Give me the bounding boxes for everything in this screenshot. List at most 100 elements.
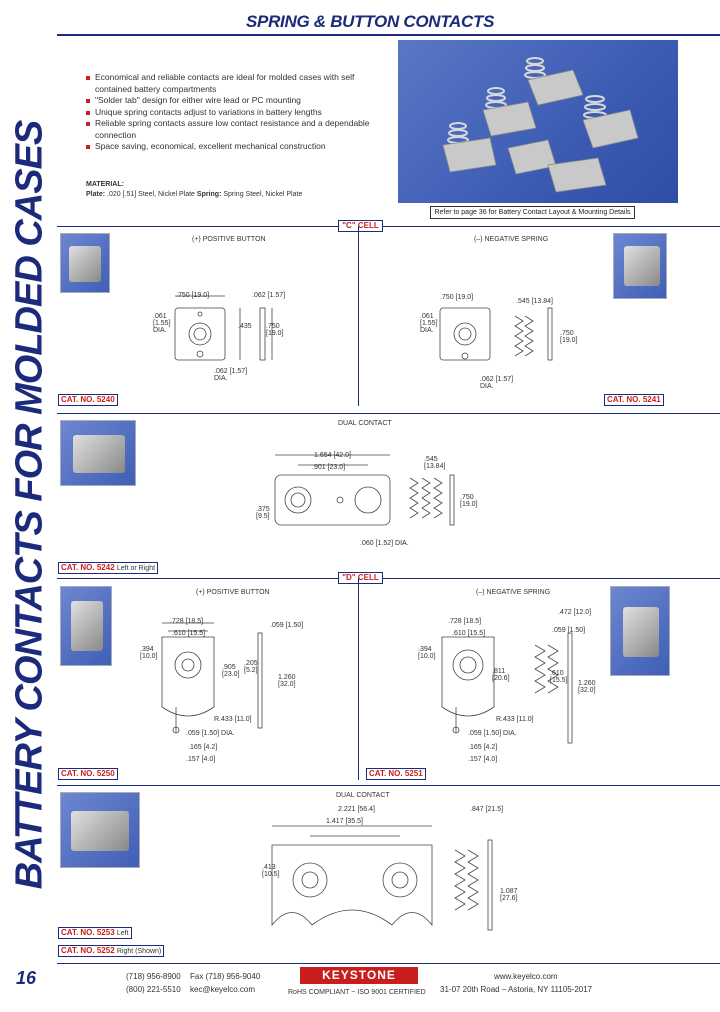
cat-5250-photo: [60, 586, 112, 666]
c-cell-divider: [358, 226, 359, 406]
footer-rule: [57, 963, 720, 964]
dim-label: .059 [1.50] DIA.: [468, 730, 517, 737]
cat-5240-drawing: [174, 295, 273, 361]
cat-5251-photo: [610, 586, 670, 676]
dim-label: .165 [4.2]: [468, 744, 498, 751]
c-dual-rule: [57, 413, 720, 414]
cat-5252-label: CAT. NO. 5252 Right (Shown): [58, 945, 165, 957]
dim-label: .394 [10.0]: [140, 646, 158, 660]
feature-item: "Solder tab" design for either wire lead…: [86, 95, 386, 107]
dim-label: .062 [1.57] DIA.: [480, 376, 514, 390]
spring-text: Spring Steel, Nickel Plate: [223, 191, 303, 198]
dim-label: .610 [15.5]: [550, 670, 568, 684]
page-title: SPRING & BUTTON CONTACTS: [246, 12, 495, 31]
cat-5253-note: Left: [116, 930, 129, 937]
footer-web[interactable]: www.keyelco.com: [494, 972, 558, 981]
dim-label: .545 [13.84]: [516, 298, 553, 305]
cat-5240-photo: [60, 233, 110, 293]
dim-label: .750 [19.0]: [440, 294, 474, 301]
cat-5253-number: CAT. NO. 5253: [61, 928, 115, 937]
dim-label: .375 [9.5]: [256, 506, 270, 520]
footer-phone2: (800) 221-5510: [126, 985, 181, 994]
dim-label: .062 [1.57] DIA.: [214, 368, 248, 382]
d-cell-badge: "D" CELL: [338, 572, 383, 584]
cat-5241-drawing: [439, 307, 553, 361]
d-dual-title: DUAL CONTACT: [336, 792, 390, 799]
c-cell-badge: "C" CELL: [338, 220, 383, 232]
cat-5252-note: Right (Shown): [116, 948, 162, 955]
reference-note: Refer to page 36 for Battery Contact Lay…: [430, 206, 635, 219]
dim-label: .059 [1.50]: [552, 627, 586, 634]
cat-5241-label: CAT. NO. 5241: [604, 394, 664, 406]
feature-item: Unique spring contacts adjust to variati…: [86, 107, 386, 119]
dim-label: .205 [5.2]: [244, 660, 258, 674]
dim-label: 1.087 [27.6]: [500, 888, 518, 902]
dim-label: .435: [238, 323, 252, 330]
footer-address: 31-07 20th Road – Astoria, NY 11105-2017: [440, 985, 593, 994]
d-cell-rule: [57, 578, 720, 579]
dim-label: 1.260 [32.0]: [278, 674, 296, 688]
dim-label: .061 [1.55] DIA.: [153, 313, 171, 334]
dim-label: .394 [10.0]: [418, 646, 436, 660]
dim-label: .811 [20.6]: [492, 668, 510, 682]
side-title-text: BATTERY CONTACTS FOR MOLDED CASES: [8, 120, 51, 890]
c-cell-rule: [57, 226, 720, 227]
dim-label: .728 [18.5]: [170, 618, 204, 625]
d-positive-title: (+) POSITIVE BUTTON: [196, 589, 270, 596]
cat-5253-label: CAT. NO. 5253 Left: [58, 927, 132, 939]
dim-label: .165 [4.2]: [188, 744, 218, 751]
cat-5242-label: CAT. NO. 5242 Left or Right: [58, 562, 159, 574]
c-positive-title: (+) POSITIVE BUTTON: [192, 236, 266, 243]
footer-phone: (718) 956-8900: [126, 972, 181, 981]
dim-label: 1.654 [42.0]: [314, 452, 351, 459]
keystone-logo: KEYSTONE: [300, 967, 418, 984]
cat-5250-label: CAT. NO. 5250: [58, 768, 118, 780]
dim-label: .750 [19.0]: [560, 330, 578, 344]
dim-label: .060 [1.52] DIA.: [360, 540, 409, 547]
cat-5240-label: CAT. NO. 5240: [58, 394, 118, 406]
dim-label: .472 [12.0]: [558, 609, 592, 616]
d-negative-title: (–) NEGATIVE SPRING: [476, 589, 551, 596]
feature-item: Economical and reliable contacts are ide…: [86, 72, 386, 95]
footer-compliance: RoHS COMPLIANT ~ ISO 9001 CERTIFIED: [288, 989, 426, 996]
product-photo: [398, 40, 678, 203]
dim-label: .750 [19.0]: [266, 323, 284, 337]
cat-5252-photo: [60, 792, 140, 868]
cat-5252-number: CAT. NO. 5252: [61, 946, 115, 955]
dim-label: .061 [1.55] DIA.: [420, 313, 438, 334]
dim-label: .750 [19.0]: [460, 494, 478, 508]
cat-5241-photo: [613, 233, 667, 299]
dim-label: .059 [1.50]: [270, 622, 304, 629]
cat-5242-number: CAT. NO. 5242: [61, 563, 115, 572]
feature-list: Economical and reliable contacts are ide…: [86, 72, 386, 153]
plate-text: .020 [.51] Steel, Nickel Plate: [107, 191, 195, 198]
cat-5242-photo: [60, 420, 136, 486]
dim-label: .728 [18.5]: [448, 618, 482, 625]
c-negative-title: (–) NEGATIVE SPRING: [474, 236, 549, 243]
dim-label: R.433 [11.0]: [496, 716, 534, 723]
page-number: 16: [16, 968, 37, 988]
plate-label: Plate:: [86, 191, 106, 198]
cat-5250-drawing: [161, 622, 263, 734]
cat-5242-drawing: [274, 454, 455, 526]
dim-label: .750 [19.0]: [176, 292, 210, 299]
footer-email[interactable]: kec@keyelco.com: [190, 985, 256, 994]
d-cell-divider: [358, 578, 359, 780]
dim-label: .545 [13.84]: [424, 456, 446, 470]
cat-5252-drawing: [271, 825, 493, 931]
cat-5242-note: Left or Right: [116, 565, 156, 572]
footer-fax: Fax (718) 956-9040: [190, 972, 261, 981]
d-dual-rule: [57, 785, 720, 786]
side-title: BATTERY CONTACTS FOR MOLDED CASES: [0, 0, 60, 1012]
dim-label: 2.221 [56.4]: [338, 806, 375, 813]
dim-label: 1.260 [32.0]: [578, 680, 596, 694]
dim-label: .062 [1.57]: [252, 292, 286, 299]
c-dual-title: DUAL CONTACT: [338, 420, 392, 427]
dim-label: .610 [15.5]: [452, 630, 486, 637]
product-photo-art: [442, 57, 639, 193]
header-rule: [57, 34, 720, 36]
material-heading: MATERIAL:: [86, 181, 124, 188]
spring-label: Spring:: [196, 191, 222, 198]
dim-label: .847 [21.5]: [470, 806, 504, 813]
dim-label: .157 [4.0]: [186, 756, 216, 763]
